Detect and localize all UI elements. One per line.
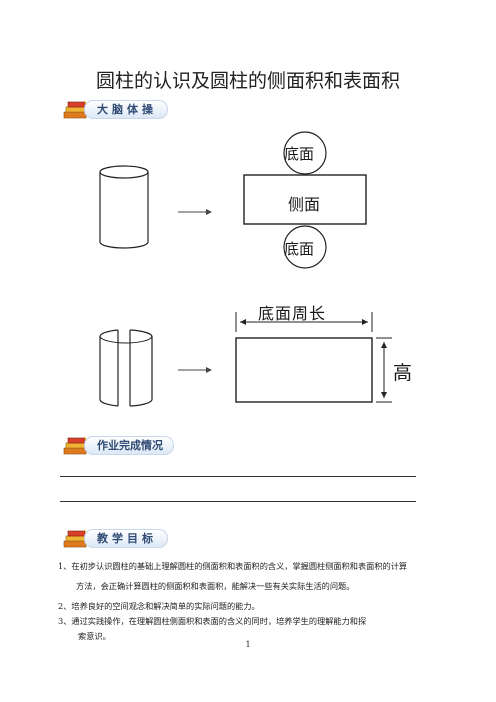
section-title: 大脑体操 <box>84 100 168 119</box>
page-number: 1 <box>245 640 251 649</box>
answer-line-1 <box>60 476 416 477</box>
objective-2: 2、培养良好的空间观念和解决简单的实际问题的能力。 <box>58 601 260 611</box>
objective-3-continued: 索意识。 <box>78 631 111 641</box>
height-label: 高 <box>393 362 413 384</box>
section-title: 教学目标 <box>84 529 168 548</box>
objective-1-continued: 方法，会正确计算圆柱的侧面积和表面积，能解决一些有关实际生活的问题。 <box>76 581 355 591</box>
bottom-base-label: 底面 <box>284 240 315 258</box>
base-circumference-label: 底面周长 <box>258 304 327 323</box>
section-title: 作业完成情况 <box>84 436 174 455</box>
unrolled-lateral-diagram <box>99 312 392 407</box>
top-base-label: 底面 <box>284 145 315 163</box>
page-title: 圆柱的认识及圆柱的侧面积和表面积 <box>95 70 400 92</box>
objective-1: 1、在初步认识圆柱的基础上理解圆柱的侧面积和表面积的含义，掌握圆柱侧面积和表面积… <box>58 561 408 571</box>
answer-line-2 <box>60 501 416 502</box>
lateral-face-label: 侧面 <box>288 195 321 214</box>
objective-3: 3、通过实践操作，在理解圆柱侧面积和表面的含义的同时，培养学生的理解能力和探 <box>58 616 367 626</box>
cylinder-net-diagram <box>99 131 367 269</box>
